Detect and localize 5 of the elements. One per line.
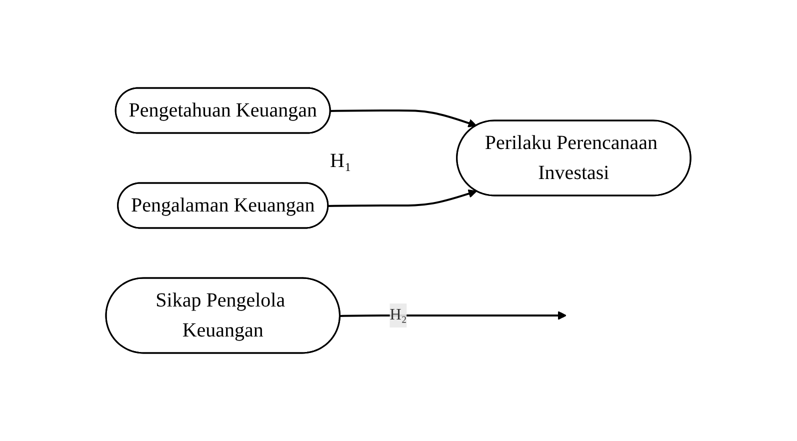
arrow [328,189,478,207]
edge-label: H₂ [390,306,408,324]
arrow [330,110,478,128]
hypothesis-label: H₁ [330,150,352,173]
arrow [340,311,567,320]
